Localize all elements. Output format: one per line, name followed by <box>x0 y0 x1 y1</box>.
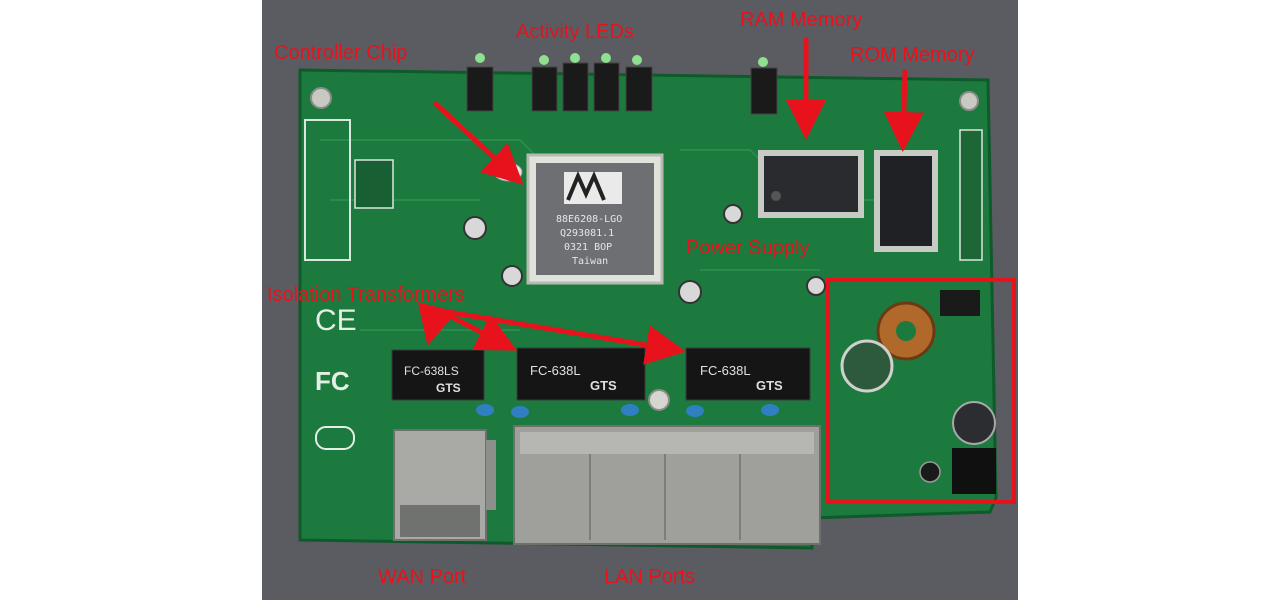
fc-mark: FC <box>315 366 350 396</box>
reset-area <box>354 159 394 209</box>
mounting-hole <box>310 87 332 109</box>
led-housing <box>593 62 620 112</box>
serial-header-outline <box>304 119 351 261</box>
transformer-marking: FC-638L <box>530 363 581 378</box>
power-supply-label: Power Supply <box>686 237 810 259</box>
vci-mark <box>315 426 355 450</box>
led-housing <box>466 66 494 112</box>
wan-port-label: WAN Port <box>378 566 467 588</box>
power-supply-area <box>840 290 996 494</box>
electrolytic-capacitor <box>840 339 894 393</box>
mounting-hole <box>648 389 670 411</box>
rom-memory-label: ROM Memory <box>850 44 975 66</box>
callout-arrows <box>417 37 924 365</box>
capacitor <box>501 265 523 287</box>
controller-marking-3: 0321 BOP <box>564 242 612 253</box>
wan-port <box>393 429 496 541</box>
power-supply-highlight-box <box>826 278 1016 504</box>
isolation-arrow-2 <box>439 309 517 351</box>
led <box>570 53 580 63</box>
controller-marking-4: Taiwan <box>572 256 608 267</box>
power-inductor <box>952 448 996 494</box>
capacitor <box>678 280 702 304</box>
led <box>758 57 768 67</box>
transformer <box>685 347 811 401</box>
led <box>632 55 642 65</box>
controller-marking-2: Q293081.1 <box>560 228 614 239</box>
ce-mark: CE <box>315 304 357 337</box>
lan-ports <box>513 425 821 545</box>
isolation-arrow-3 <box>445 309 686 365</box>
transformer-brand: GTS <box>436 381 461 395</box>
mounting-hole <box>959 91 979 111</box>
ram-memory-label: RAM Memory <box>740 9 863 31</box>
transformer-brand: GTS <box>756 378 783 393</box>
activity-leds-group <box>466 53 778 115</box>
activity-leds-label: Activity LEDs <box>516 21 634 43</box>
led-housing <box>625 66 653 112</box>
capacitor <box>463 216 487 240</box>
isolation-transformers-group: FC-638LS GTS FC-638L GTS FC-638L GTS <box>391 347 811 401</box>
led <box>539 55 549 65</box>
controller-chip: 88E6208-LGO Q293081.1 0321 BOP Taiwan <box>526 153 664 285</box>
led-housing <box>531 66 558 112</box>
transformer-brand: GTS <box>590 378 617 393</box>
jtag-header <box>959 129 983 261</box>
led-housing <box>562 62 589 112</box>
led-housing <box>750 67 778 115</box>
controller-marking-1: 88E6208-LGO <box>556 214 622 225</box>
led <box>475 53 485 63</box>
ram-chip <box>758 150 864 218</box>
rom-chip <box>874 150 938 252</box>
lan-ports-label: LAN Ports <box>604 566 696 588</box>
transformer <box>391 349 485 401</box>
capacitor <box>919 461 941 483</box>
electrolytic-capacitor <box>952 401 996 445</box>
isolation-transformers-label: Isolation Transformers <box>267 284 465 306</box>
isolation-arrow-1 <box>417 302 457 346</box>
blue-capacitors <box>476 404 779 418</box>
regulator-ic <box>940 290 980 316</box>
transformer-marking: FC-638LS <box>404 364 459 378</box>
capacitor <box>806 276 826 296</box>
rom-memory-arrow <box>883 69 924 152</box>
capacitor <box>723 204 743 224</box>
led <box>601 53 611 63</box>
controller-chip-arrow <box>433 101 524 185</box>
transformer <box>516 347 646 401</box>
controller-chip-label: Controller Chip <box>274 42 408 64</box>
transformer-marking: FC-638L <box>700 363 751 378</box>
